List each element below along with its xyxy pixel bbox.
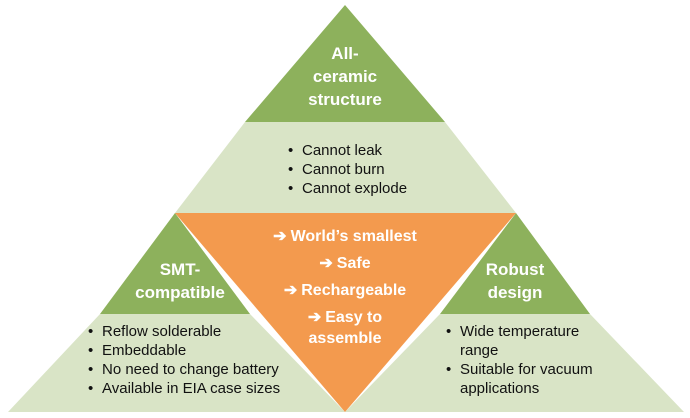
left-bullet-item: No need to change battery: [88, 360, 318, 379]
top-bullet-item: Cannot explode: [288, 179, 448, 198]
left-bullet-item: Reflow solderable: [88, 322, 318, 341]
left-bullet-list: Reflow solderable Embeddable No need to …: [88, 322, 318, 398]
feature-text: Safe: [336, 255, 371, 272]
feature-item: ➔World’s smallest: [235, 226, 455, 247]
left-heading-text: SMT- compatible: [135, 260, 225, 302]
left-bullet-item: Available in EIA case sizes: [88, 379, 318, 398]
right-arrow-icon: ➔: [273, 228, 287, 245]
top-bullet-list: Cannot leak Cannot burn Cannot explode: [288, 141, 448, 198]
right-bullet-item: Wide temperature range: [446, 322, 636, 360]
center-feature-triangle: [175, 213, 516, 412]
right-bullet-item: Suitable for vacuum applications: [446, 360, 636, 398]
feature-text: World’s smallest: [290, 228, 417, 245]
center-feature-list: ➔World’s smallest ➔Safe ➔Rechargeable ➔E…: [235, 226, 455, 355]
top-heading-band: [245, 5, 445, 122]
feature-item: ➔Rechargeable: [235, 280, 455, 301]
feature-item: ➔Safe: [235, 253, 455, 274]
feature-item: ➔Easy to assemble: [235, 307, 455, 349]
left-heading-band: [100, 213, 250, 314]
top-heading: All- ceramic structure: [295, 42, 395, 111]
right-bullet-list: Wide temperature range Suitable for vacu…: [446, 322, 636, 398]
right-heading-band: [440, 213, 590, 314]
right-arrow-icon: ➔: [283, 282, 298, 299]
right-arrow-icon: ➔: [319, 255, 333, 272]
feature-text: Easy to assemble: [308, 309, 383, 347]
feature-text: Rechargeable: [301, 282, 407, 299]
left-heading: SMT- compatible: [125, 258, 235, 304]
top-bullet-item: Cannot leak: [288, 141, 448, 160]
right-arrow-icon: ➔: [307, 309, 322, 326]
left-bullet-item: Embeddable: [88, 341, 318, 360]
top-heading-text: All- ceramic structure: [308, 44, 382, 109]
right-heading-text: Robust design: [485, 260, 545, 302]
right-heading: Robust design: [465, 258, 565, 304]
top-bullet-item: Cannot burn: [288, 160, 448, 179]
